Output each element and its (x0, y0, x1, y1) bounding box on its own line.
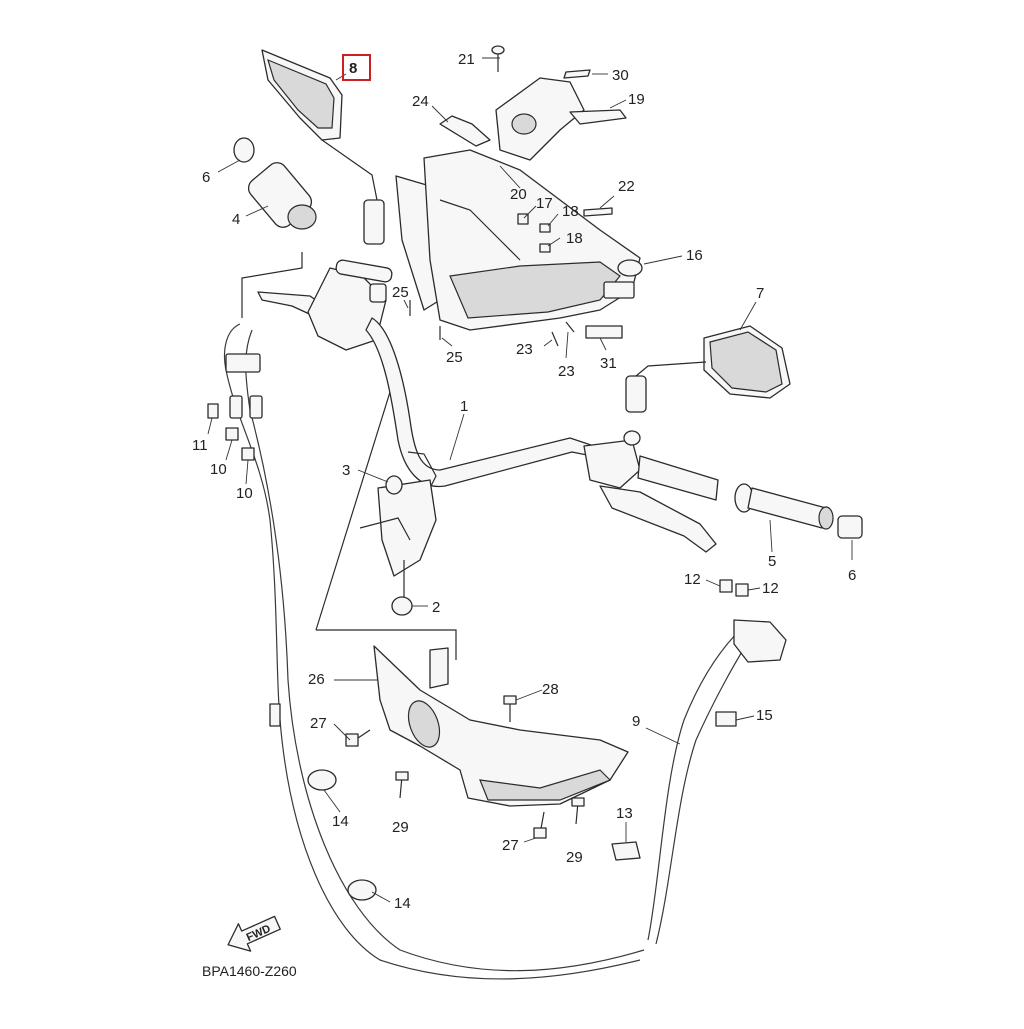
right-brake-lever[interactable] (583, 430, 719, 553)
left-mirror[interactable] (261, 49, 385, 245)
callout-4[interactable]: 4 (232, 211, 240, 228)
callout-29a[interactable]: 29 (392, 819, 409, 836)
callout-13[interactable]: 13 (616, 805, 633, 822)
callout-5[interactable]: 5 (768, 553, 776, 570)
callout-20[interactable]: 20 (510, 186, 527, 203)
callout-27a[interactable]: 27 (310, 715, 327, 732)
fwd-label: FWD (245, 923, 273, 944)
callout-15[interactable]: 15 (756, 707, 773, 724)
callout-17[interactable]: 17 (536, 195, 553, 212)
callout-18b[interactable]: 18 (566, 230, 583, 247)
callout-12b[interactable]: 12 (762, 580, 779, 597)
callout-3[interactable]: 3 (342, 462, 350, 479)
left-brake-lever[interactable] (257, 259, 393, 351)
callout-9[interactable]: 9 (632, 713, 640, 730)
callout-11[interactable]: 11 (192, 437, 208, 454)
top-panel[interactable] (439, 45, 627, 161)
callout-31[interactable]: 31 (600, 355, 617, 372)
callout-8[interactable]: 8 (349, 60, 357, 77)
handle-holder[interactable] (359, 475, 437, 616)
callout-10b[interactable]: 10 (236, 485, 253, 502)
right-grip[interactable] (734, 483, 863, 539)
lower-handle-cover[interactable] (373, 645, 629, 807)
fwd-arrow: FWD (227, 915, 281, 952)
callout-19[interactable]: 19 (628, 91, 645, 108)
callout-18a[interactable]: 18 (562, 203, 579, 220)
reference-frame-lines (241, 252, 457, 660)
callout-28[interactable]: 28 (542, 681, 559, 698)
callout-27b[interactable]: 27 (502, 837, 519, 854)
callout-14a[interactable]: 14 (332, 813, 349, 830)
callout-21[interactable]: 21 (458, 51, 475, 68)
callout-2[interactable]: 2 (432, 599, 440, 616)
callout-23a[interactable]: 23 (516, 341, 533, 358)
upper-handle-cover[interactable] (395, 149, 643, 331)
callout-12a[interactable]: 12 (684, 571, 701, 588)
left-grip[interactable] (233, 137, 317, 231)
left-brake-cable[interactable] (207, 323, 645, 980)
callout-16[interactable]: 16 (686, 247, 703, 264)
callout-23b[interactable]: 23 (558, 363, 575, 380)
callout-25a[interactable]: 25 (392, 284, 409, 301)
callout-6b[interactable]: 6 (848, 567, 856, 584)
callout-29b[interactable]: 29 (566, 849, 583, 866)
callout-14b[interactable]: 14 (394, 895, 411, 912)
leader-lines (207, 57, 853, 903)
callout-10a[interactable]: 10 (210, 461, 227, 478)
callout-1[interactable]: 1 (460, 398, 468, 415)
right-mirror[interactable] (625, 325, 791, 413)
small-clips[interactable] (409, 207, 623, 347)
callout-6a[interactable]: 6 (202, 169, 210, 186)
callout-22[interactable]: 22 (618, 178, 635, 195)
callout-7[interactable]: 7 (756, 285, 764, 302)
callout-24[interactable]: 24 (412, 93, 429, 110)
callout-labels: 8 21 30 19 24 6 4 20 17 22 18 18 16 25 7… (192, 51, 856, 912)
right-brake-cable[interactable] (611, 579, 787, 945)
callout-25b[interactable]: 25 (446, 349, 463, 366)
diagram-code: BPA1460-Z260 (202, 963, 297, 979)
callout-30[interactable]: 30 (612, 67, 629, 84)
highlight-box (342, 54, 371, 81)
lower-screws[interactable] (345, 695, 585, 839)
callout-26[interactable]: 26 (308, 671, 325, 688)
